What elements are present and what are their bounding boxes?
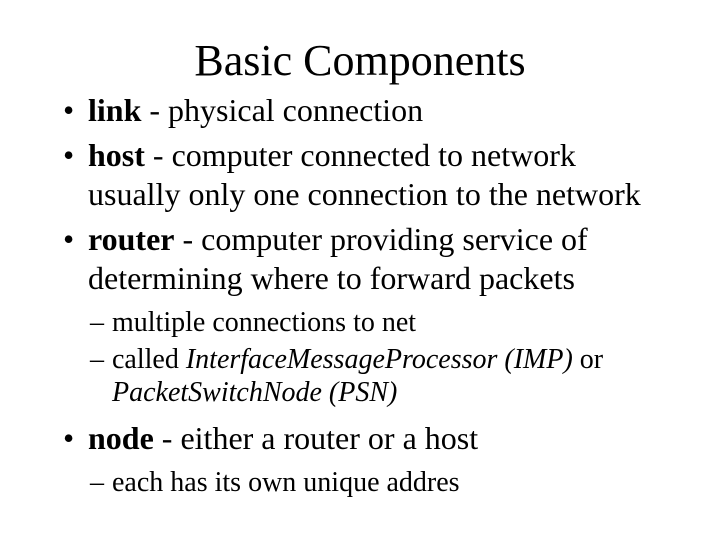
text-segment-normal: called	[112, 344, 186, 375]
text-segment-normal: - either a router or a host	[153, 420, 479, 456]
bullet-list: • link - physical connection • host - compu…	[0, 91, 720, 499]
bullet-text: link - physical connection	[88, 92, 423, 128]
bullet-item: • link - physical connection	[63, 91, 658, 130]
bullet-icon: •	[63, 137, 75, 173]
text-segment-normal: or	[572, 344, 604, 375]
text-segment-normal: each has its own unique addres	[112, 467, 460, 498]
text-segment-italic: PacketSwitchNode (PSN)	[112, 377, 398, 408]
bullet-icon: •	[63, 92, 75, 128]
bullet-icon: •	[63, 221, 75, 257]
dash-icon: –	[90, 344, 104, 375]
bullet-text: each has its own unique addres	[112, 467, 460, 498]
bullet-text: multiple connections to net	[112, 307, 416, 338]
bullet-text: node - either a router or a host	[88, 420, 478, 456]
dash-icon: –	[90, 307, 104, 338]
bullet-text: host - computer connected to network usu…	[88, 137, 641, 212]
text-segment-bold: node	[88, 420, 154, 456]
bullet-icon: •	[63, 420, 75, 456]
text-segment-normal: multiple connections to net	[112, 307, 417, 338]
sub-bullet-item: –called InterfaceMessageProcessor (IMP) …	[90, 343, 658, 409]
text-segment-normal: - computer connected to network usually …	[88, 137, 641, 212]
text-segment-bold: host	[88, 137, 145, 173]
text-segment-bold: link	[88, 92, 142, 128]
sub-bullet-item: –multiple connections to net	[90, 306, 658, 339]
text-segment-normal: - computer providing service of determin…	[88, 221, 588, 296]
text-segment-bold: router	[88, 221, 175, 257]
bullet-item: • host - computer connected to network us…	[63, 136, 658, 214]
bullet-item: • router - computer providing service of …	[63, 220, 658, 298]
text-segment-italic: InterfaceMessageProcessor (IMP)	[185, 344, 573, 375]
dash-icon: –	[90, 467, 104, 498]
bullet-item: • node - either a router or a host	[63, 419, 658, 458]
bullet-text: called InterfaceMessageProcessor (IMP) o…	[112, 344, 603, 408]
text-segment-normal: - physical connection	[141, 92, 424, 128]
slide-title: Basic Components	[194, 36, 526, 85]
bullet-text: router - computer providing service of d…	[88, 221, 588, 296]
sub-bullet-item: –each has its own unique addres	[90, 466, 658, 499]
